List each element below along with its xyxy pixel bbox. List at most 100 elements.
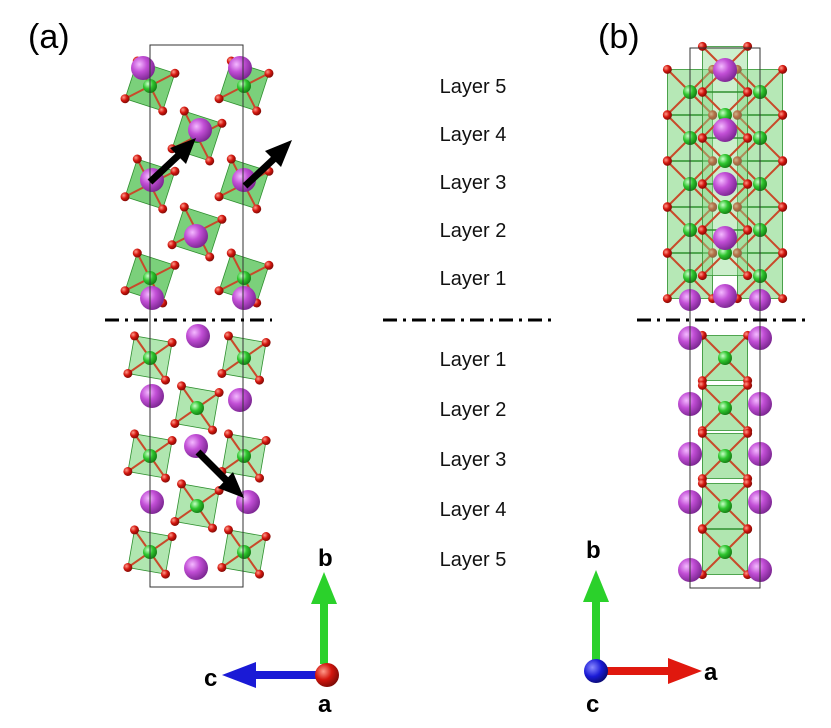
oxygen-atom: [224, 429, 234, 439]
axis-c-shaft: [252, 671, 322, 679]
a-site-atom: [184, 556, 208, 580]
b-site-atom: [718, 154, 732, 168]
oxygen-atom: [160, 473, 170, 483]
b-site-atom: [237, 79, 251, 93]
axis-label-a: a: [704, 659, 718, 686]
a-site-atom: [713, 284, 737, 308]
axis-triad-a: b c a: [204, 545, 339, 718]
unit-cell-a: [149, 44, 244, 588]
oxygen-atom: [254, 473, 264, 483]
oxygen-atom: [743, 380, 753, 390]
oxygen-atom: [732, 156, 742, 166]
oxygen-atom: [778, 248, 788, 258]
oxygen-atom: [158, 106, 168, 116]
oxygen-atom: [167, 338, 177, 348]
oxygen-atom: [254, 569, 264, 579]
oxygen-atom: [226, 154, 236, 164]
oxygen-atom: [778, 202, 788, 212]
layer-label-bottom: Layer 3: [440, 449, 507, 471]
oxygen-atom: [697, 271, 707, 281]
oxygen-atom: [662, 64, 672, 74]
oxygen-atom: [214, 192, 224, 202]
oxygen-atom: [778, 64, 788, 74]
oxygen-atom: [697, 428, 707, 438]
b-site-atom: [718, 108, 732, 122]
oxygen-atom: [224, 525, 234, 535]
oxygen-atom: [177, 381, 187, 391]
oxygen-atom: [217, 562, 227, 572]
oxygen-atom: [158, 204, 168, 214]
oxygen-atom: [167, 436, 177, 446]
structure-b: [662, 41, 788, 582]
layer-label-bottom: Layer 4: [440, 499, 507, 521]
b-site-atom: [718, 246, 732, 260]
layer-labels: Layer 5 Layer 4 Layer 3 Layer 2 Layer 1 …: [440, 76, 507, 571]
oxygen-atom: [226, 248, 236, 258]
rotation-arrow-head: [265, 140, 292, 167]
layer-label-top: Layer 2: [440, 220, 507, 242]
oxygen-atom: [120, 286, 130, 296]
oxygen-atom: [662, 202, 672, 212]
b-site-atom: [718, 449, 732, 463]
a-site-atom: [713, 172, 737, 196]
axis-a-shaft: [602, 667, 672, 675]
oxygen-atom: [170, 166, 180, 176]
rotation-arrow-line: [242, 153, 280, 189]
oxygen-atom: [708, 156, 718, 166]
axis-c-arrowhead: [222, 662, 256, 688]
oxygen-atom: [214, 388, 224, 398]
b-site-atom: [718, 200, 732, 214]
oxygen-atom: [123, 562, 133, 572]
oxygen-atom: [167, 532, 177, 542]
oxygen-atom: [132, 154, 142, 164]
axis-c-out-dot: [584, 659, 608, 683]
rotation-arrow-head: [170, 138, 196, 164]
oxygen-atom: [743, 179, 753, 189]
structure-a: [120, 56, 274, 580]
layer-label-top: Layer 3: [440, 172, 507, 194]
oxygen-atom: [662, 248, 672, 258]
oxygen-atom: [708, 110, 718, 120]
oxygen-atom: [130, 525, 140, 535]
a-site-atom: [713, 118, 737, 142]
oxygen-atom: [123, 466, 133, 476]
oxygen-atom: [697, 380, 707, 390]
oxygen-atom: [708, 202, 718, 212]
oxygen-atom: [179, 106, 189, 116]
oxygen-atom: [167, 240, 177, 250]
a-site-atom: [140, 286, 164, 310]
oxygen-atom: [207, 425, 217, 435]
oxygen-atom: [264, 68, 274, 78]
oxygen-atom: [217, 214, 227, 224]
oxygen-atom: [179, 202, 189, 212]
b-site-atom: [237, 351, 251, 365]
layer-label-bottom: Layer 2: [440, 399, 507, 421]
oxygen-atom: [130, 429, 140, 439]
a-site-atom: [140, 384, 164, 408]
axis-b-arrowhead: [311, 572, 337, 604]
a-site-atom: [186, 324, 210, 348]
oxygen-atom: [177, 479, 187, 489]
oxygen-atom: [743, 524, 753, 534]
oxygen-atom: [708, 248, 718, 258]
oxygen-atom: [743, 87, 753, 97]
a-site-atom: [140, 490, 164, 514]
rotation-arrows: [147, 138, 292, 498]
b-site-atom: [190, 401, 204, 415]
axis-a-out-dot: [315, 663, 339, 687]
b-site-atom: [237, 545, 251, 559]
b-site-atom: [718, 545, 732, 559]
axis-b-arrowhead: [583, 570, 609, 602]
a-site-atom: [131, 56, 155, 80]
axis-b-shaft: [320, 600, 328, 664]
layer-label-bottom: Layer 1: [440, 349, 507, 371]
oxygen-atom: [132, 248, 142, 258]
b-site-atom: [718, 499, 732, 513]
layer-label-top: Layer 5: [440, 76, 507, 98]
oxygen-atom: [261, 436, 271, 446]
oxygen-atom: [743, 225, 753, 235]
oxygen-atom: [743, 428, 753, 438]
a-site-atom: [713, 58, 737, 82]
oxygen-atom: [252, 106, 262, 116]
